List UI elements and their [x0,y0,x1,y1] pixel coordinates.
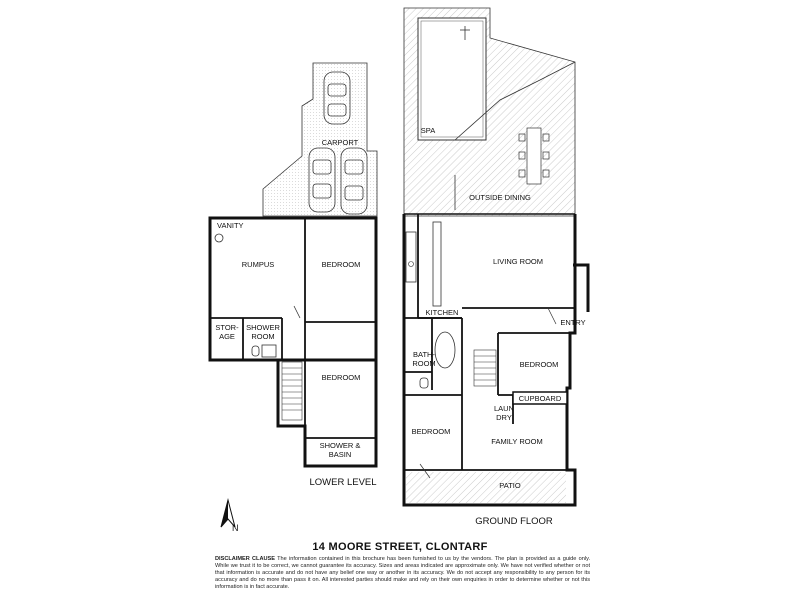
ground-floor: SPA OUTSIDE DINING LIVING ROOM KITCHEN E… [402,7,590,527]
lower-bedroom-2-label: BEDROOM [322,373,361,382]
kitchen-label: KITCHEN [426,308,459,317]
toilet-icon [419,377,429,389]
cupboard [512,391,568,405]
spa-label: SPA [421,126,435,135]
toilet-icon [251,345,260,357]
patio-label: PATIO [499,481,521,490]
lower-level-label: LOWER LEVEL [309,477,376,488]
shower-room-label: ROOM [251,332,274,341]
pool [417,17,487,141]
shower-icon [261,344,277,358]
car-icon [323,71,351,125]
cupboard-label: CUPBOARD [519,394,562,403]
kitchen-bench [432,221,442,307]
rumpus-label: RUMPUS [242,260,275,269]
north-arrow-icon: N [220,498,239,533]
shower-room-label: SHOWER [246,323,280,332]
sink-icon [408,261,414,267]
compass-label: N [232,523,239,533]
entry-label: ENTRY [560,318,585,327]
ground-bedroom-1-label: BEDROOM [520,360,559,369]
dining-table-icon [518,127,550,185]
disclaimer: DISCLAIMER CLAUSE The information contai… [215,556,590,591]
patio-area [406,472,566,503]
bathroom-label: BATH- [413,350,435,359]
living-room-label: LIVING ROOM [493,257,543,266]
storage-label: STOR- [215,323,239,332]
ground-bedroom-2-label: BEDROOM [412,427,451,436]
car-icon [308,147,336,213]
family-room-label: FAMILY ROOM [491,437,542,446]
car-icon [340,147,368,215]
shower-basin-label: BASIN [329,450,352,459]
shower-basin-label: SHOWER & [320,441,361,450]
carport-label: CARPORT [322,138,359,147]
lower-bedroom-1-label: BEDROOM [322,260,361,269]
bathtub-icon [434,331,456,369]
bathroom-label: ROOM [412,359,435,368]
disclaimer-heading: DISCLAIMER CLAUSE [215,556,276,562]
ground-stairs [473,349,497,387]
outside-dining-label: OUTSIDE DINING [469,193,531,202]
carport-area [262,62,378,217]
basin-icon [214,233,224,243]
laundry-label: LAUN [494,404,514,413]
lower-level: CARPORT VANITY RUMPUS BEDROOM STOR- AGE … [208,62,378,488]
lower-stairs [281,361,303,421]
laundry-label: DRY [496,413,512,422]
vanity-label: VANITY [217,221,244,230]
storage-label: AGE [219,332,235,341]
lower-level-outline [208,216,378,362]
disclaimer-text: The information contained in this brochu… [215,556,591,590]
ground-floor-outline [402,214,577,507]
ground-floor-label: GROUND FLOOR [475,516,553,527]
property-title: 14 MOORE STREET, CLONTARF [312,541,488,553]
